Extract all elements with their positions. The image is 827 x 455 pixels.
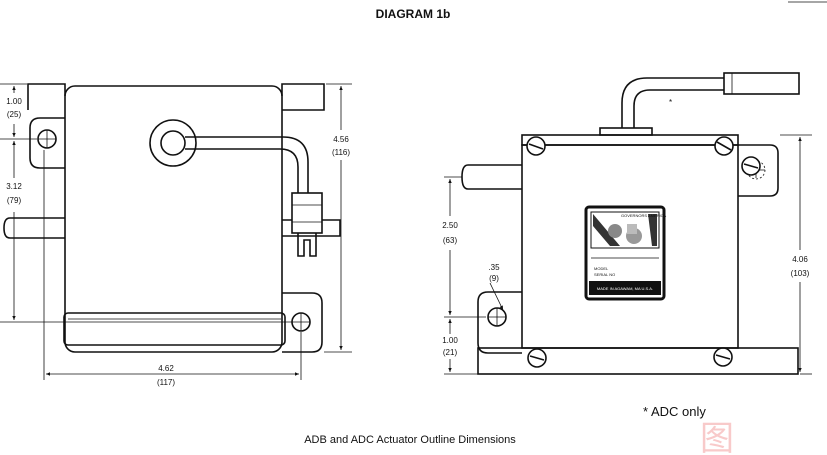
plate-model: MODEL — [594, 266, 609, 271]
plate-footer — [589, 281, 661, 295]
figure-caption: ADB and ADC Actuator Outline Dimensions — [304, 434, 516, 446]
plate-serial: SERIAL NO — [594, 272, 615, 277]
screw-right-mid — [741, 156, 761, 176]
adc-cable-plug — [723, 72, 800, 95]
left-view: 1.00 (25) 3.12 (79) 4.56 (116) 4.62 (117… — [0, 83, 352, 387]
adc-cable — [621, 77, 724, 128]
adc-cable-inner — [633, 89, 724, 128]
dim-bottom-flange-mm: (21) — [443, 348, 458, 357]
leader — [489, 282, 504, 311]
dim-bottom-flange: 1.00 — [442, 336, 458, 345]
cable-boss — [599, 127, 653, 136]
right-bottom-plate — [477, 347, 799, 375]
left-bottom-plate — [63, 312, 286, 346]
dim-top-flange-mm: (25) — [7, 110, 22, 119]
logo-mark — [648, 214, 657, 246]
right-view-left-ear — [477, 291, 522, 354]
dim-hole-dia-mm: (9) — [489, 274, 499, 283]
dim-left-height-mm: (116) — [332, 148, 350, 157]
logo-mark — [608, 224, 622, 238]
boss-inner — [160, 130, 186, 156]
dim-side-offset-mm: (63) — [443, 236, 458, 245]
cable-inner — [185, 148, 299, 193]
screw-bottom-right — [713, 347, 733, 367]
left-body — [64, 85, 283, 353]
right-view-shaft — [461, 164, 522, 190]
plate-made-in: MADE IN AGAWAM, MA U.S.A. — [597, 286, 653, 291]
diagram-title: DIAGRAM 1b — [376, 7, 451, 21]
logo-mark — [593, 214, 620, 246]
dim-side-offset: 2.50 — [442, 221, 458, 230]
screw-bottom-left — [527, 348, 547, 368]
top-bar — [521, 134, 739, 146]
dim-hole-spacing: 3.12 — [6, 182, 22, 191]
left-shaft — [3, 217, 65, 239]
dim-top-flange: 1.00 — [6, 97, 22, 106]
screw-top-right — [714, 136, 734, 156]
connector-pins — [297, 233, 317, 257]
boss-outer — [149, 119, 197, 167]
dim-width: 4.62 — [158, 364, 174, 373]
dim-right-height-mm: (103) — [791, 269, 810, 278]
cable — [185, 136, 309, 193]
dim-hole-spacing-mm: (79) — [7, 196, 22, 205]
right-view-ear — [738, 144, 779, 197]
dim-width-mm: (117) — [157, 378, 175, 387]
adc-note: * ADC only — [643, 404, 706, 419]
screw-top-left — [526, 136, 546, 156]
left-ear — [29, 117, 65, 169]
dim-hole-dia: .35 — [488, 263, 500, 272]
left-top-flange — [27, 83, 325, 111]
dim-right-height: 4.06 — [792, 255, 808, 264]
right-ear — [282, 292, 323, 353]
dim-left-height: 4.56 — [333, 135, 349, 144]
label-plate: GOVERNORS AMERICA MODEL SERIAL NO MADE I… — [584, 205, 666, 301]
watermark: 图 — [700, 420, 734, 455]
adc-star: * — [669, 98, 672, 107]
left-connector — [291, 192, 323, 234]
logo-mark — [627, 224, 637, 234]
right-view: * GOVERNORS AMERICA — [442, 72, 812, 375]
plate-brand: GOVERNORS AMERICA — [621, 213, 666, 218]
